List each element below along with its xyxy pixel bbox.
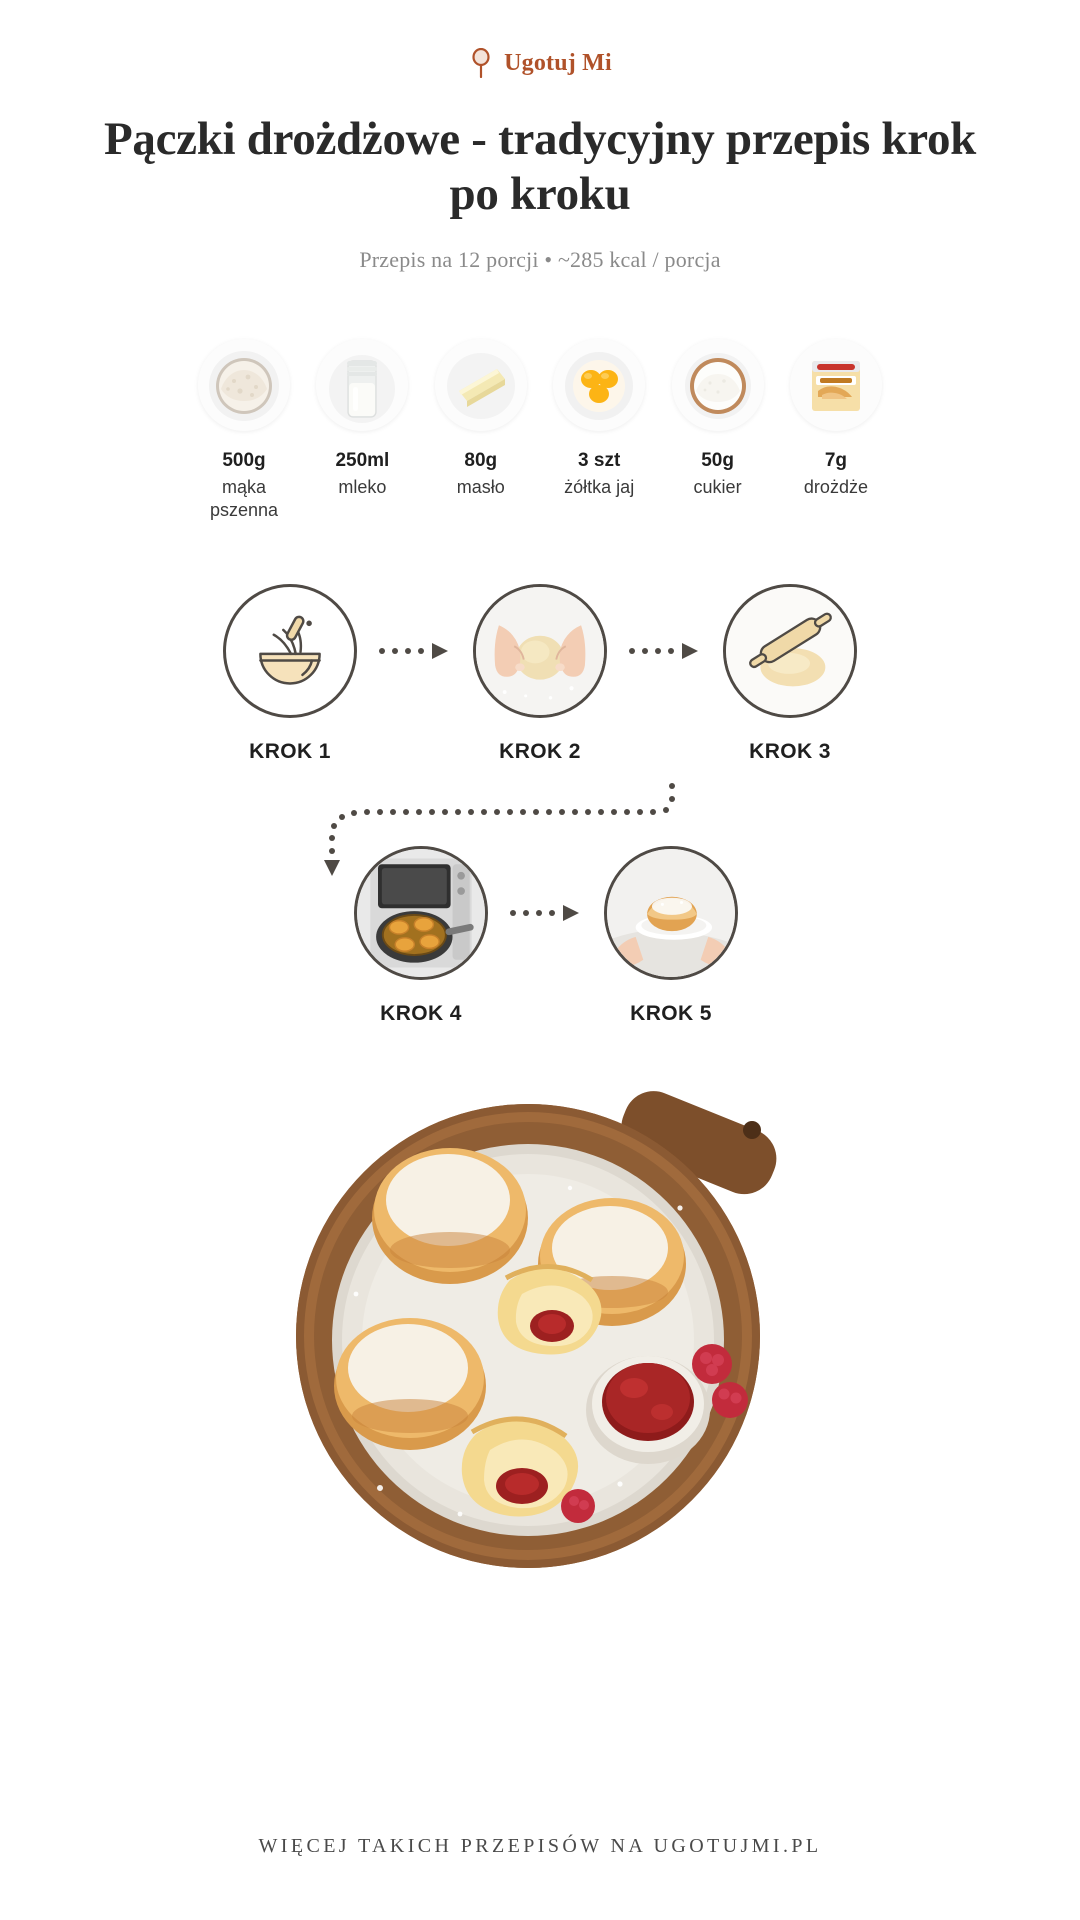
ingredient-name: masło	[456, 476, 505, 497]
ingredient-item: 250ml mleko	[308, 338, 416, 499]
ingredient-amount: 500g	[222, 449, 266, 471]
milk-jar-icon	[316, 338, 409, 431]
ingredient-name: żółtka jaj	[564, 476, 635, 497]
ingredient-name: mąka pszenna	[209, 476, 279, 521]
ingredient-item: 3 szt żółtka jaj	[545, 338, 653, 499]
yeast-packet-icon	[789, 338, 882, 431]
ingredients-row: 500g mąka pszenna 250ml mleko	[190, 338, 890, 523]
step-label: KROK 4	[380, 1002, 462, 1026]
recipe-meta: Przepis na 12 porcji • ~285 kcal / porcj…	[359, 246, 721, 272]
sugar-bowl-icon	[671, 338, 764, 431]
hero-dish-photo	[260, 1068, 820, 1588]
ingredient-amount: 3 szt	[578, 449, 621, 471]
ingredient-item: 7g drożdże	[782, 338, 890, 499]
page-title: Pączki drożdżowe - tradycyjny przepis kr…	[103, 113, 977, 221]
brand-name: Ugotuj Mi	[504, 49, 612, 76]
ingredient-name: cukier	[693, 476, 742, 497]
step-krok-1[interactable]: KROK 1	[204, 584, 376, 764]
ingredient-amount: 250ml	[335, 449, 390, 471]
flour-bowl-icon	[198, 338, 290, 431]
kneading-dough-icon	[473, 584, 607, 719]
mixing-bowl-whisk-icon	[223, 584, 357, 719]
ingredient-item: 500g mąka pszenna	[190, 338, 298, 523]
ingredient-name: drożdże	[803, 476, 868, 497]
step-label: KROK 3	[749, 740, 831, 764]
ingredient-item: 80g masło	[427, 338, 535, 499]
steps-section: KROK 1	[0, 584, 1080, 1026]
butter-stick-icon	[434, 338, 527, 431]
finished-donut-plate-icon	[604, 846, 738, 981]
egg-yolks-bowl-icon	[553, 338, 646, 431]
step-label: KROK 1	[249, 740, 331, 764]
steps-row-top: KROK 1	[0, 584, 1080, 764]
step-connector-arrow	[626, 584, 704, 718]
footer-cta[interactable]: WIĘCEJ TAKICH PRZEPISÓW NA UGOTUJMI.PL	[258, 1835, 822, 1857]
step-label: KROK 5	[630, 1002, 712, 1026]
ingredient-amount: 7g	[824, 449, 848, 471]
step-connector-arrow	[376, 584, 454, 718]
ingredient-amount: 50g	[701, 449, 734, 471]
ingredient-item: 50g cukier	[664, 338, 772, 499]
step-krok-2[interactable]: KROK 2	[454, 584, 626, 764]
rolling-pin-dough-icon	[723, 584, 857, 719]
ingredient-amount: 80g	[464, 449, 498, 471]
spoon-icon	[468, 47, 494, 79]
step-krok-3[interactable]: KROK 3	[704, 584, 876, 764]
brand-logo[interactable]: Ugotuj Mi	[468, 46, 612, 80]
step-connector-arrow	[507, 846, 585, 980]
step-krok-4[interactable]: KROK 4	[335, 846, 507, 1026]
ingredient-name: mleko	[338, 476, 387, 497]
frying-donuts-icon	[354, 846, 488, 981]
step-krok-5[interactable]: KROK 5	[585, 846, 757, 1026]
step-label: KROK 2	[499, 740, 581, 764]
steps-row-bottom: KROK 4	[0, 846, 1080, 1026]
